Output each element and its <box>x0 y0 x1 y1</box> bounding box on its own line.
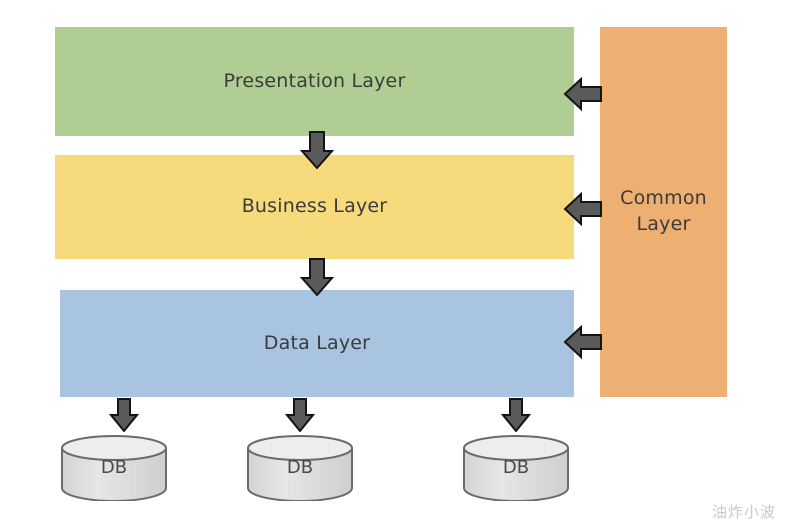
arrow-common-to-data-icon <box>563 325 602 359</box>
database-cylinder-2[interactable]: DB <box>245 435 355 502</box>
business-layer-box[interactable]: Business Layer <box>55 155 574 259</box>
arrow-presentation-to-business-icon <box>300 131 334 169</box>
database-cylinder-1[interactable]: DB <box>59 435 169 502</box>
common-layer-label: Common Layer <box>620 187 707 235</box>
arrow-data-to-db-1-icon <box>109 398 139 432</box>
arrow-common-to-business-icon <box>563 192 602 226</box>
database-icon <box>463 435 569 502</box>
arrow-business-to-data-icon <box>300 258 334 296</box>
arrow-common-to-presentation-icon <box>563 77 602 111</box>
database-cylinder-3[interactable]: DB <box>461 435 571 502</box>
data-layer-box[interactable]: Data Layer <box>60 290 574 397</box>
arrow-data-to-db-3-icon <box>501 398 531 432</box>
presentation-layer-label: Presentation Layer <box>223 69 406 92</box>
arrow-data-to-db-2-icon <box>285 398 315 432</box>
watermark-text: 油炸小波 <box>711 503 776 521</box>
presentation-layer-box[interactable]: Presentation Layer <box>55 27 574 136</box>
database-icon <box>247 435 353 502</box>
common-layer-box[interactable]: Common Layer <box>600 27 727 397</box>
business-layer-label: Business Layer <box>241 195 388 218</box>
database-icon <box>61 435 167 502</box>
data-layer-label: Data Layer <box>263 331 371 354</box>
